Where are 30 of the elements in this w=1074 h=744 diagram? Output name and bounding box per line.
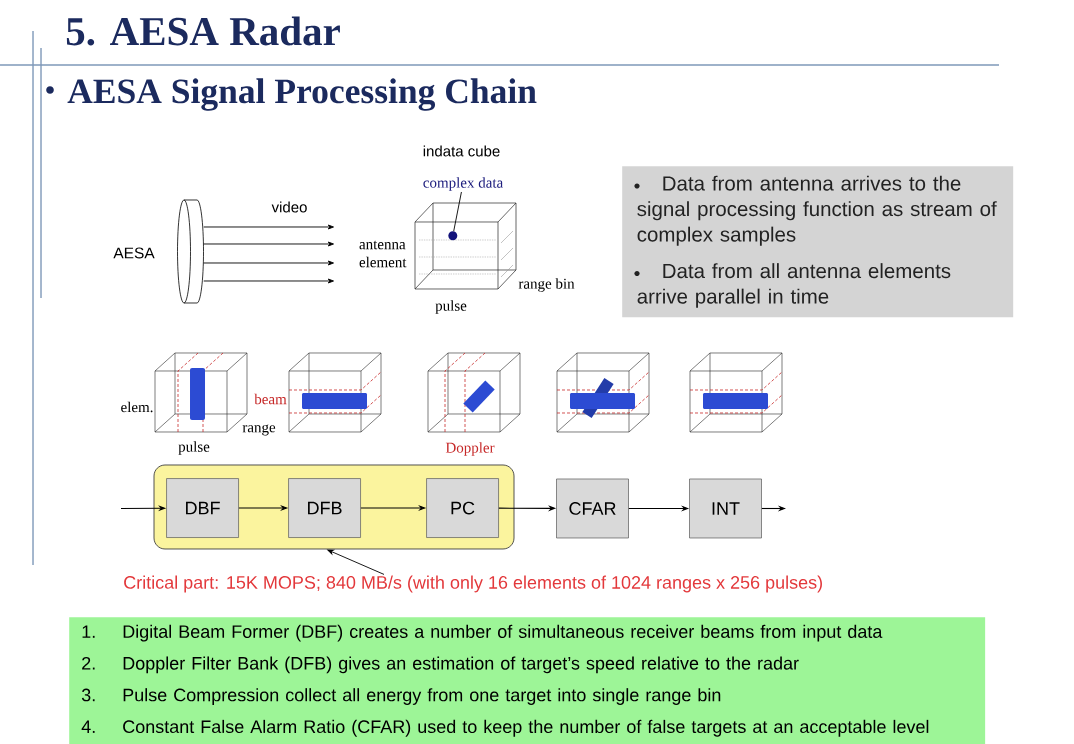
antenna-label: AESA bbox=[113, 247, 155, 259]
axis-label: beam bbox=[254, 393, 287, 405]
callout-text: complex data bbox=[423, 177, 503, 191]
edge-label: video bbox=[271, 201, 307, 213]
axis-label: range bbox=[242, 424, 276, 436]
axis-label: antenna element bbox=[359, 240, 407, 268]
note-box: Data from antenna arrives to the signal processing function as stream of complex samples Data from all antenna elements arrive parallel in time bbox=[622, 166, 1014, 318]
note-text: Critical part: 15K MOPS; 840 MB/s (with only 16 elements of 1024 ranges x 256 pulses) bbox=[124, 575, 822, 593]
arrow bbox=[203, 241, 334, 247]
arrow bbox=[327, 549, 385, 575]
process-box: DFB bbox=[288, 478, 361, 538]
axis-label: Doppler bbox=[445, 442, 495, 456]
arrow bbox=[203, 278, 334, 284]
axis-label: pulse bbox=[435, 300, 467, 314]
process-box: DBF bbox=[166, 478, 239, 538]
antenna-disc bbox=[177, 199, 204, 304]
data-cube bbox=[414, 202, 517, 290]
slide-title: 5. AESA Radar bbox=[66, 16, 340, 46]
cube-caption: indata cube bbox=[423, 145, 500, 157]
axis-label: range bin bbox=[518, 278, 575, 292]
process-box: INT bbox=[689, 478, 762, 539]
process-box: CFAR bbox=[556, 478, 629, 539]
subtitle: AESA Signal Processing Chain bbox=[67, 78, 537, 111]
arrow bbox=[203, 224, 334, 230]
process-box: PC bbox=[426, 478, 499, 538]
arrow bbox=[203, 260, 334, 266]
axis-label: pulse bbox=[178, 441, 210, 455]
numbered-list-box: 1. Digital Beam Former (DBF) creates a number of simultaneous receiver beams from input data 2. Doppler Filter Bank (DFB) gives an estimation of target’s speed relative to the radar 3. Pulse Compression collect all energy from one target into single range bin 4. Constant False Alarm Ratio (CFAR) used to keep the number of false targets at an acceptable level bbox=[69, 617, 986, 744]
axis-label: elem. bbox=[121, 401, 153, 413]
leader-line bbox=[453, 191, 462, 232]
